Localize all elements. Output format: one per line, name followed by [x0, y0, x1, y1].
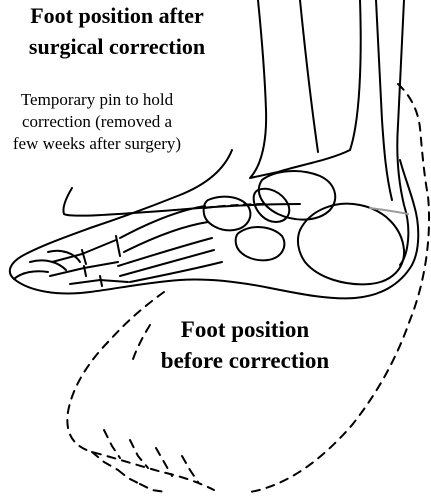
- talus: [259, 171, 335, 220]
- joint-lines: [82, 236, 120, 286]
- fibula-front: [397, 0, 408, 265]
- foot-bones: [50, 171, 404, 286]
- before-title-line-1: Foot position: [135, 314, 355, 345]
- cuneiforms: [204, 197, 251, 231]
- metatarsal-2: [118, 238, 214, 276]
- heel-dashed-outline: [250, 84, 429, 492]
- tibia: [250, 0, 361, 178]
- temporary-pin-note: Temporary pin to hold correction (remove…: [0, 89, 206, 155]
- corrected-foot: [10, 150, 418, 298]
- before-correction-title: Foot position before correction: [135, 314, 355, 376]
- foot-sole-outline: [14, 160, 418, 298]
- pin-note-line-3: few weeks after surgery): [0, 133, 206, 155]
- fibula: [376, 0, 392, 200]
- after-correction-title: Foot position after surgical correction: [0, 0, 240, 62]
- cuboid: [236, 227, 285, 260]
- after-title-line-1: Foot position after: [0, 0, 240, 31]
- temporary-pin: [63, 188, 408, 216]
- after-title-line-2: surgical correction: [0, 31, 240, 62]
- leg-bones: [250, 0, 408, 265]
- toe-dashed-segments: [92, 430, 198, 492]
- phalanges: [50, 240, 128, 284]
- pin-note-line-1: Temporary pin to hold: [0, 89, 206, 111]
- calcaneus: [298, 204, 404, 285]
- before-title-line-2: before correction: [135, 345, 355, 376]
- tibia-inner-line: [300, 0, 318, 152]
- pin-note-line-2: correction (removed a: [0, 111, 206, 133]
